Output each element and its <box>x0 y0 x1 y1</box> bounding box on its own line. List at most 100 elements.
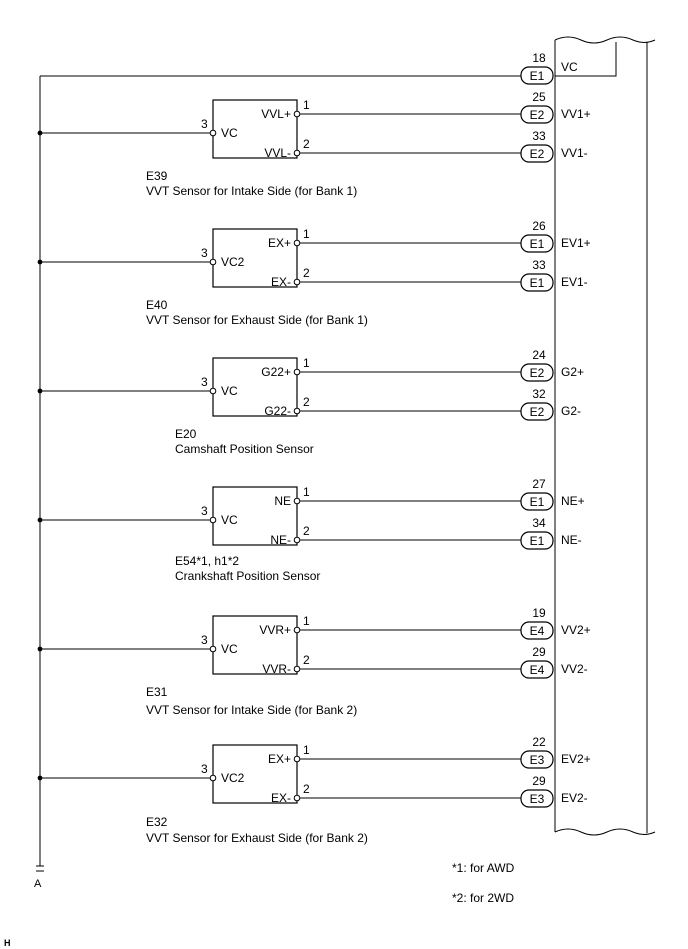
sensor-name: VVT Sensor for Intake Side (for Bank 1) <box>146 184 357 198</box>
signal-pin-terminal <box>293 794 301 802</box>
power-pin-label: VC <box>221 126 238 140</box>
ecu-terminal-label: VV2+ <box>561 623 591 637</box>
power-pin-terminal <box>209 387 217 395</box>
connector-label: E4 <box>530 624 545 638</box>
ecu-terminal-label: EV2+ <box>561 752 591 766</box>
connector-pill <box>520 363 554 382</box>
connector-label: E2 <box>530 147 545 161</box>
connector-pill <box>520 789 554 808</box>
signal-pin-number: 2 <box>303 395 310 409</box>
power-pin-terminal <box>209 516 217 524</box>
footnote-awd: *1: for AWD <box>452 861 515 875</box>
signal-pin-number: 1 <box>303 485 310 499</box>
sensor-name: VVT Sensor for Exhaust Side (for Bank 1) <box>146 313 368 327</box>
signal-pin-number: 1 <box>303 614 310 628</box>
signal-pin-number: 2 <box>303 266 310 280</box>
signal-pin-label: G22+ <box>261 365 291 379</box>
signal-pin-label: NE- <box>270 533 291 547</box>
sensor-box <box>212 357 298 417</box>
ecu-body <box>554 36 656 836</box>
power-pin-terminal <box>209 129 217 137</box>
signal-pin-label: NE <box>274 494 291 508</box>
signal-pin-terminal <box>293 626 301 634</box>
ecu-pin-number: 19 <box>532 606 546 620</box>
sensor-box <box>212 486 298 546</box>
sensor-name: VVT Sensor for Intake Side (for Bank 2) <box>146 703 357 717</box>
ecu-terminal-label: EV1+ <box>561 236 591 250</box>
ecu-pin-number: 33 <box>532 258 546 272</box>
junction-dot <box>37 388 43 394</box>
connector-label: E1 <box>530 276 545 290</box>
ecu-terminal-label: G2- <box>561 404 581 418</box>
power-pin-number: 3 <box>201 762 208 776</box>
junction-dot <box>37 646 43 652</box>
signal-pin-number: 1 <box>303 227 310 241</box>
ecu-pin-number: 32 <box>532 387 546 401</box>
sensor-box <box>212 99 298 159</box>
signal-pin-number: 2 <box>303 653 310 667</box>
power-pin-label: VC <box>221 642 238 656</box>
junction-dot <box>37 259 43 265</box>
signal-pin-label: EX+ <box>268 236 291 250</box>
connector-label: E2 <box>530 366 545 380</box>
power-pin-terminal <box>209 645 217 653</box>
ecu-terminal-label: VV2- <box>561 662 588 676</box>
sensor-name: VVT Sensor for Exhaust Side (for Bank 2) <box>146 831 368 845</box>
signal-pin-number: 2 <box>303 524 310 538</box>
footnote-2wd: *2: for 2WD <box>452 891 514 905</box>
sensor-code: E20 <box>175 427 197 441</box>
connector-label: E1 <box>530 237 545 251</box>
signal-pin-terminal <box>293 536 301 544</box>
connector-label: E4 <box>530 663 545 677</box>
ecu-top-connector: E1 18 VC <box>520 51 578 85</box>
connector-pill <box>520 105 554 124</box>
power-pin-label: VC <box>221 513 238 527</box>
signal-pin-terminal <box>293 149 301 157</box>
power-pin-terminal <box>209 774 217 782</box>
connector-pill <box>520 750 554 769</box>
signal-pin-label: EX- <box>271 275 291 289</box>
ecu-vc-branch <box>555 42 617 77</box>
ecu-terminal-label: EV2- <box>561 791 588 805</box>
signal-pin-number: 1 <box>303 356 310 370</box>
connector-label: E3 <box>530 753 545 767</box>
ecu-terminal-label: VV1+ <box>561 107 591 121</box>
ecu-pin-number: 22 <box>532 735 546 749</box>
junction-dot <box>37 130 43 136</box>
vc-bus: A <box>34 75 521 890</box>
connector-pill <box>520 621 554 640</box>
connector-pill <box>520 66 554 85</box>
ecu-terminal-label: VV1- <box>561 146 588 160</box>
sensor-code: E40 <box>146 298 168 312</box>
ground-label: A <box>34 878 42 890</box>
ecu-pin-number: 26 <box>532 219 546 233</box>
ecu-pin-number: 27 <box>532 477 546 491</box>
sensor-box <box>212 615 298 675</box>
ecu-terminal-label: G2+ <box>561 365 584 379</box>
sensor-name: Crankshaft Position Sensor <box>175 569 320 583</box>
signal-pin-label: VVL+ <box>261 107 291 121</box>
junction-dot <box>37 517 43 523</box>
signal-pin-terminal <box>293 497 301 505</box>
signal-pin-label: EX+ <box>268 752 291 766</box>
sensor-code: E31 <box>146 685 168 699</box>
ecu-pin-number: 25 <box>532 90 546 104</box>
power-pin-terminal <box>209 258 217 266</box>
ecu-pin-number: 33 <box>532 129 546 143</box>
power-pin-number: 3 <box>201 246 208 260</box>
sensor-code: E32 <box>146 815 168 829</box>
connector-pill <box>520 144 554 163</box>
sensor-code: E39 <box>146 169 168 183</box>
ecu-pin-number: 29 <box>532 645 546 659</box>
signal-pin-label: VVR- <box>262 662 291 676</box>
power-pin-label: VC2 <box>221 771 245 785</box>
power-pin-number: 3 <box>201 633 208 647</box>
signal-pin-terminal <box>293 368 301 376</box>
ecu-pin-number: 18 <box>532 51 546 65</box>
junction-dot <box>37 775 43 781</box>
